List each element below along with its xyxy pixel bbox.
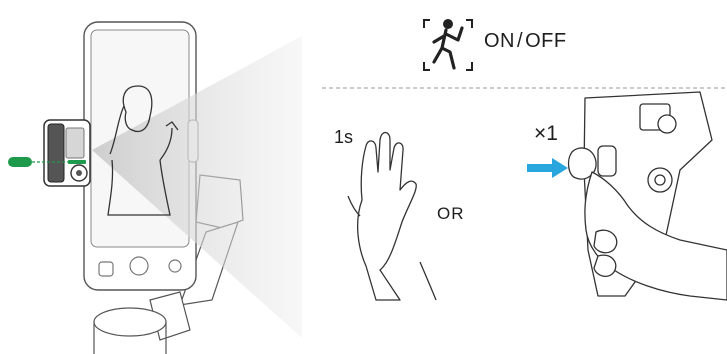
slash-separator: / xyxy=(517,30,523,52)
or-label: OR xyxy=(437,204,465,224)
duration-label: 1s xyxy=(334,127,353,148)
gesture-tracking-icon xyxy=(424,19,472,70)
arrow-right-blue xyxy=(527,158,568,178)
on-label: ON xyxy=(484,30,515,52)
tracking-module xyxy=(44,120,90,186)
open-hand xyxy=(348,133,436,301)
press-count-label: ×1 xyxy=(534,122,558,146)
on-off-label: ON/OFF xyxy=(484,30,567,53)
off-label: OFF xyxy=(525,30,567,52)
hand-pressing-button xyxy=(569,92,727,300)
